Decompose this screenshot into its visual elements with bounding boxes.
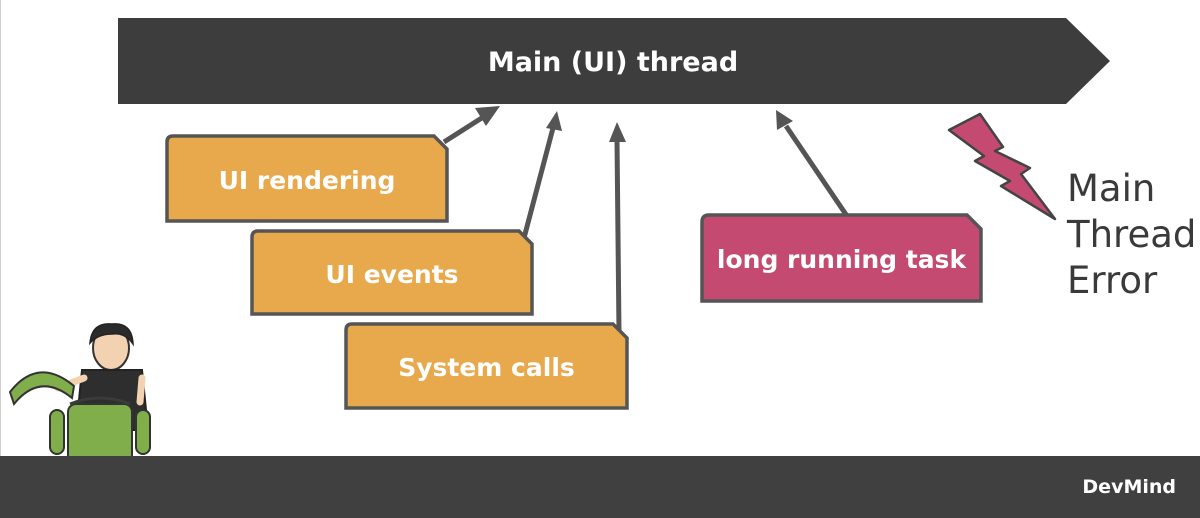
left-border — [0, 0, 1, 456]
android-arm-left — [49, 409, 65, 455]
task-box-long-running-task — [700, 213, 983, 303]
task-label-ui-events: UI events — [325, 259, 459, 289]
main-thread-label: Main (UI) thread — [487, 46, 739, 78]
arrow-ui-events — [521, 127, 556, 239]
arrowheads — [475, 106, 793, 142]
arrow-ui-rendering — [442, 111, 490, 145]
person-arm-right — [136, 374, 146, 406]
arrowhead-ui-events — [546, 111, 562, 131]
task-label-system-calls: System calls — [398, 353, 575, 382]
main-thread-bar — [118, 18, 1110, 104]
error-line-1: Main — [1067, 167, 1156, 210]
task-box-ui-rendering — [165, 134, 449, 223]
arrowhead-long-running-task — [776, 110, 793, 130]
arrowhead-system-calls — [609, 122, 626, 142]
task-label-long-running-task: long running task — [716, 245, 967, 274]
android-arm-right — [135, 409, 151, 455]
brand-logo-text: DevMind — [1082, 476, 1176, 498]
error-line-2: Thread — [1067, 213, 1197, 256]
arrowhead-ui-rendering — [475, 106, 500, 126]
lightning-bolt-icon — [947, 112, 1057, 221]
android-wires — [69, 396, 131, 406]
task-box-ui-events — [250, 229, 534, 316]
person-hair — [89, 323, 134, 347]
arrow-system-calls — [614, 139, 622, 333]
android-lid — [8, 371, 76, 407]
error-line-3: Error — [1067, 259, 1158, 302]
task-box-system-calls — [344, 322, 629, 410]
task-label-ui-rendering: UI rendering — [218, 165, 396, 195]
arrows — [442, 111, 850, 333]
footer-bar — [0, 456, 1200, 518]
main-thread-error-label: Main Thread Error — [1067, 166, 1196, 304]
arrow-long-running-task — [783, 124, 850, 218]
